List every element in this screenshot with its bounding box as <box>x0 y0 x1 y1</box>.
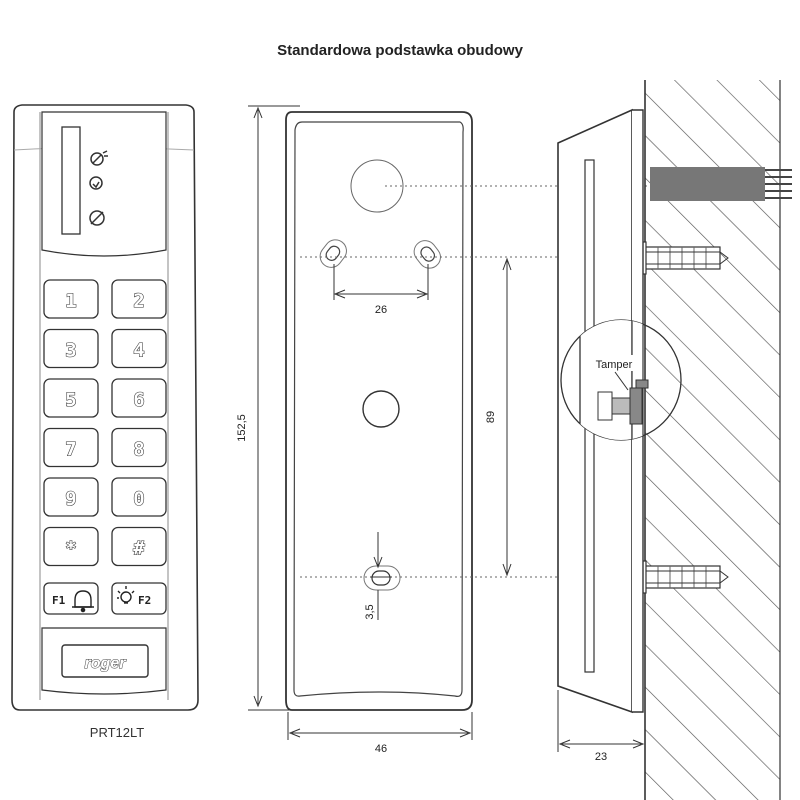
page-title: Standardowa podstawka obudowy <box>277 42 523 59</box>
key-label: 3 <box>65 340 76 362</box>
mounting-slot-right <box>413 240 441 269</box>
key-label: 7 <box>65 439 76 461</box>
tamper-label: Tamper <box>596 359 633 371</box>
f1-label: F1 <box>52 594 66 607</box>
cable <box>650 167 792 201</box>
key-label: 5 <box>65 389 76 411</box>
bell-icon <box>72 590 94 613</box>
key-7[interactable]: 7 <box>43 427 99 468</box>
base-mount-view: 152,5 46 26 89 3,5 <box>236 105 650 755</box>
tamper-hole <box>362 390 400 428</box>
dim-slot-offset-label: 3,5 <box>364 604 376 619</box>
key-4[interactable]: 4 <box>111 328 167 369</box>
key-0[interactable]: 0 <box>111 477 167 517</box>
tamper-detail: Tamper <box>560 319 682 441</box>
device-front-view: 1 2 3 4 5 6 7 8 9 0 * # F1 F2 roger <box>11 104 199 711</box>
key-label: 2 <box>133 290 144 312</box>
key-8[interactable]: 8 <box>111 427 167 468</box>
lock-open-icon <box>89 176 103 190</box>
key-label: 0 <box>133 488 144 510</box>
key-label: 8 <box>133 439 144 461</box>
key-2[interactable]: 2 <box>111 279 167 319</box>
key-star[interactable]: * <box>43 526 99 567</box>
key-label: 6 <box>133 389 144 411</box>
function-key-f2[interactable]: F2 <box>111 582 167 615</box>
key-5[interactable]: 5 <box>43 378 99 418</box>
wall-anchor-bottom <box>636 560 729 594</box>
dim-depth-label: 23 <box>595 751 607 763</box>
key-hash[interactable]: # <box>111 526 167 567</box>
key-label: * <box>65 538 76 560</box>
device-top-window <box>41 111 167 257</box>
model-label: PRT12LT <box>89 725 145 740</box>
brand-logo: roger <box>85 655 127 672</box>
key-label: 1 <box>65 290 76 312</box>
dim-vertical-spacing-label: 89 <box>485 411 497 423</box>
logo-plate <box>61 644 149 678</box>
mounting-slot-left <box>319 239 347 268</box>
key-card-icon <box>90 150 108 166</box>
light-bulb-icon <box>117 586 135 604</box>
cable-entry-hole <box>350 159 404 213</box>
dim-width-label: 46 <box>375 743 387 755</box>
function-key-f1[interactable]: F1 <box>43 582 99 615</box>
key-label: 9 <box>65 488 76 510</box>
side-section-view: Tamper 23 <box>557 80 792 800</box>
key-9[interactable]: 9 <box>43 477 99 517</box>
key-6[interactable]: 6 <box>111 378 167 418</box>
dim-height-label: 152,5 <box>236 414 248 442</box>
padlock-icon <box>89 210 105 226</box>
card-slot-indicator <box>61 126 81 235</box>
dim-hole-spacing-label: 26 <box>375 304 387 316</box>
mounting-slot-bottom <box>363 565 401 591</box>
keypad: 1 2 3 4 5 6 7 8 9 0 * # <box>43 279 167 567</box>
key-label: # <box>133 538 145 560</box>
key-3[interactable]: 3 <box>43 328 99 369</box>
key-1[interactable]: 1 <box>43 279 99 319</box>
f2-label: F2 <box>138 594 151 607</box>
wall-anchor-top <box>636 241 729 275</box>
key-label: 4 <box>133 340 144 362</box>
